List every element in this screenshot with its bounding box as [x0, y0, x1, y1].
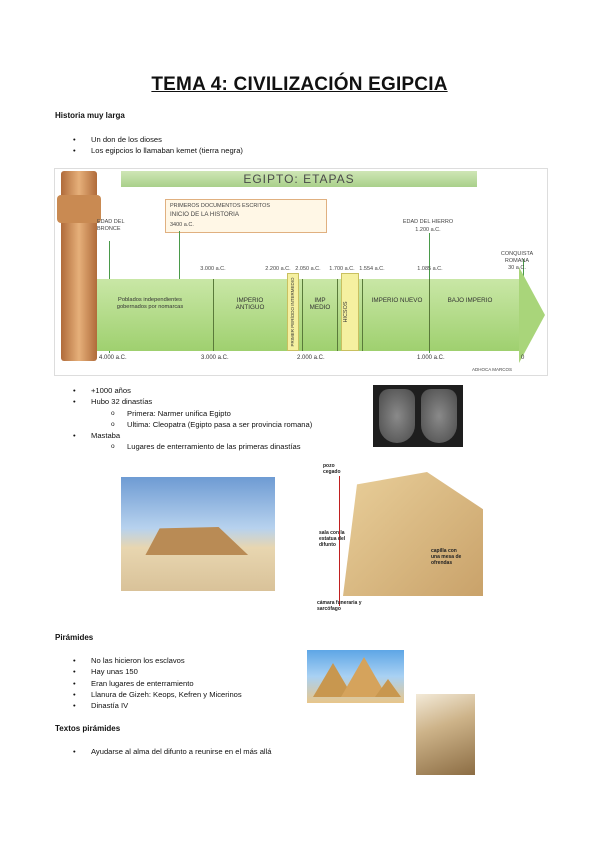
- label-pozo: pozo cegado: [323, 463, 341, 475]
- mastaba-shape: [145, 527, 249, 555]
- list-item: Dinastía IV: [55, 700, 242, 712]
- heading-textos: Textos pirámides: [55, 724, 121, 733]
- list-subitem: Primera: Narmer unifica Egipto: [55, 408, 312, 420]
- period-bajo: BAJO IMPERIO: [447, 297, 493, 304]
- pyramid-corridor-photo: [416, 694, 475, 775]
- period-first-intermediate: PRIMER PERÍODO INTERMEDIO: [290, 277, 295, 347]
- top-date: 2.200 a.C.: [265, 266, 291, 272]
- timeline-arrowhead: [519, 267, 545, 363]
- list-piramides: No las hicieron los esclavos Hay unas 15…: [55, 655, 242, 712]
- bottom-date: 2.000 a.C.: [297, 355, 325, 361]
- divider: [337, 279, 338, 351]
- top-date: 1.554 a.C.: [359, 266, 385, 272]
- list-item: Un don de los dioses: [55, 134, 243, 146]
- bronze-label: EDAD DEL BRONCE: [97, 219, 125, 232]
- period-poblados: Poblados independientes gobernados por n…: [116, 297, 184, 310]
- hyksos-band: [341, 273, 359, 351]
- palette-front: [379, 389, 415, 443]
- label-capilla: capilla con una mesa de ofrendas: [431, 548, 462, 566]
- divider: [429, 279, 430, 351]
- period-antiguo: IMPERIO ANTIGUO: [235, 297, 265, 312]
- list-item: Hubo 32 dinastías: [55, 396, 312, 408]
- bottom-date: 3.000 a.C.: [201, 355, 229, 361]
- egyptian-column-image: [57, 171, 101, 361]
- bottom-date: 4.000 a.C.: [99, 355, 127, 361]
- heading-piramides: Pirámides: [55, 633, 94, 642]
- mastaba-section-body: [343, 472, 483, 596]
- period-hicsos: HICSOS: [343, 301, 349, 323]
- first-intermediate-band: [287, 273, 299, 351]
- list-item: Eran lugares de enterramiento: [55, 678, 242, 690]
- timeline-figure: EGIPTO: ETAPAS PRIMEROS DOCUMENTOS ESCRI…: [54, 168, 548, 376]
- list-item: +1000 años: [55, 385, 312, 397]
- timeline-banner: EGIPTO: ETAPAS: [121, 171, 477, 187]
- list-subitem: Lugares de enterramiento de las primeras…: [55, 441, 312, 453]
- list-item: No las hicieron los esclavos: [55, 655, 242, 667]
- heading-historia: Historia muy larga: [55, 111, 125, 120]
- list-item: Hay unas 150: [55, 666, 242, 678]
- palette-back: [421, 389, 457, 443]
- narmer-palette-image: [373, 385, 463, 447]
- pointer-line: [339, 476, 340, 606]
- period-nuevo: IMPERIO NUEVO: [371, 297, 423, 304]
- box-line-3: 3400 a.C.: [170, 222, 194, 228]
- box-line-1: PRIMEROS DOCUMENTOS ESCRITOS: [170, 203, 271, 209]
- roman-label: CONQUISTA ROMANA: [500, 251, 534, 264]
- divider: [302, 279, 303, 351]
- list-subitem: Ultima: Cleopatra (Egipto pasa a ser pro…: [55, 419, 312, 431]
- list-historia: Un don de los dioses Los egipcios lo lla…: [55, 134, 243, 157]
- top-date: 3.000 a.C.: [200, 266, 226, 272]
- top-date: 2.050 a.C.: [295, 266, 321, 272]
- bottom-date: 1.000 a.C.: [417, 355, 445, 361]
- list-item: Ayudarse al alma del difunto a reunirse …: [55, 746, 272, 758]
- label-camara: cámara funeraria y sarcófago: [317, 600, 362, 612]
- label-sala: sala con la estatua del difunto: [319, 530, 346, 548]
- history-start-box: PRIMEROS DOCUMENTOS ESCRITOS INICIO DE L…: [165, 199, 327, 233]
- roman-date: 30 a.C.: [508, 265, 526, 271]
- top-date: 1.700 a.C.: [329, 266, 355, 272]
- list-textos: Ayudarse al alma del difunto a reunirse …: [55, 746, 272, 758]
- box-line-2: INICIO DE LA HISTORIA: [170, 211, 239, 218]
- banner-text: EGIPTO: ETAPAS: [243, 172, 355, 186]
- mastaba-section-diagram: pozo cegado sala con la estatua del difu…: [313, 460, 486, 618]
- timeline-arrow: [97, 279, 519, 351]
- mastaba-photo: [121, 477, 275, 591]
- divider: [213, 279, 214, 351]
- iron-date: 1.200 a.C.: [415, 227, 441, 233]
- bottom-date: 0: [521, 355, 525, 361]
- divider: [362, 279, 363, 351]
- credit-text: ADHOCA MARCOS: [471, 367, 512, 372]
- list-item: Mastaba: [55, 430, 312, 442]
- page-title: TEMA 4: CIVILIZACIÓN EGIPCIA: [151, 74, 448, 95]
- list-dinastias: +1000 años Hubo 32 dinastías Primera: Na…: [55, 385, 312, 453]
- list-item: Los egipcios lo llamaban kemet (tierra n…: [55, 145, 243, 157]
- period-medio: IMP MEDIO: [309, 297, 331, 312]
- top-date: 1.085 a.C.: [417, 266, 443, 272]
- iron-label: EDAD DEL HIERRO: [402, 219, 454, 225]
- list-item: Llanura de Gizeh: Keops, Kefren y Miceri…: [55, 689, 242, 701]
- giza-pyramids-photo: [307, 650, 404, 703]
